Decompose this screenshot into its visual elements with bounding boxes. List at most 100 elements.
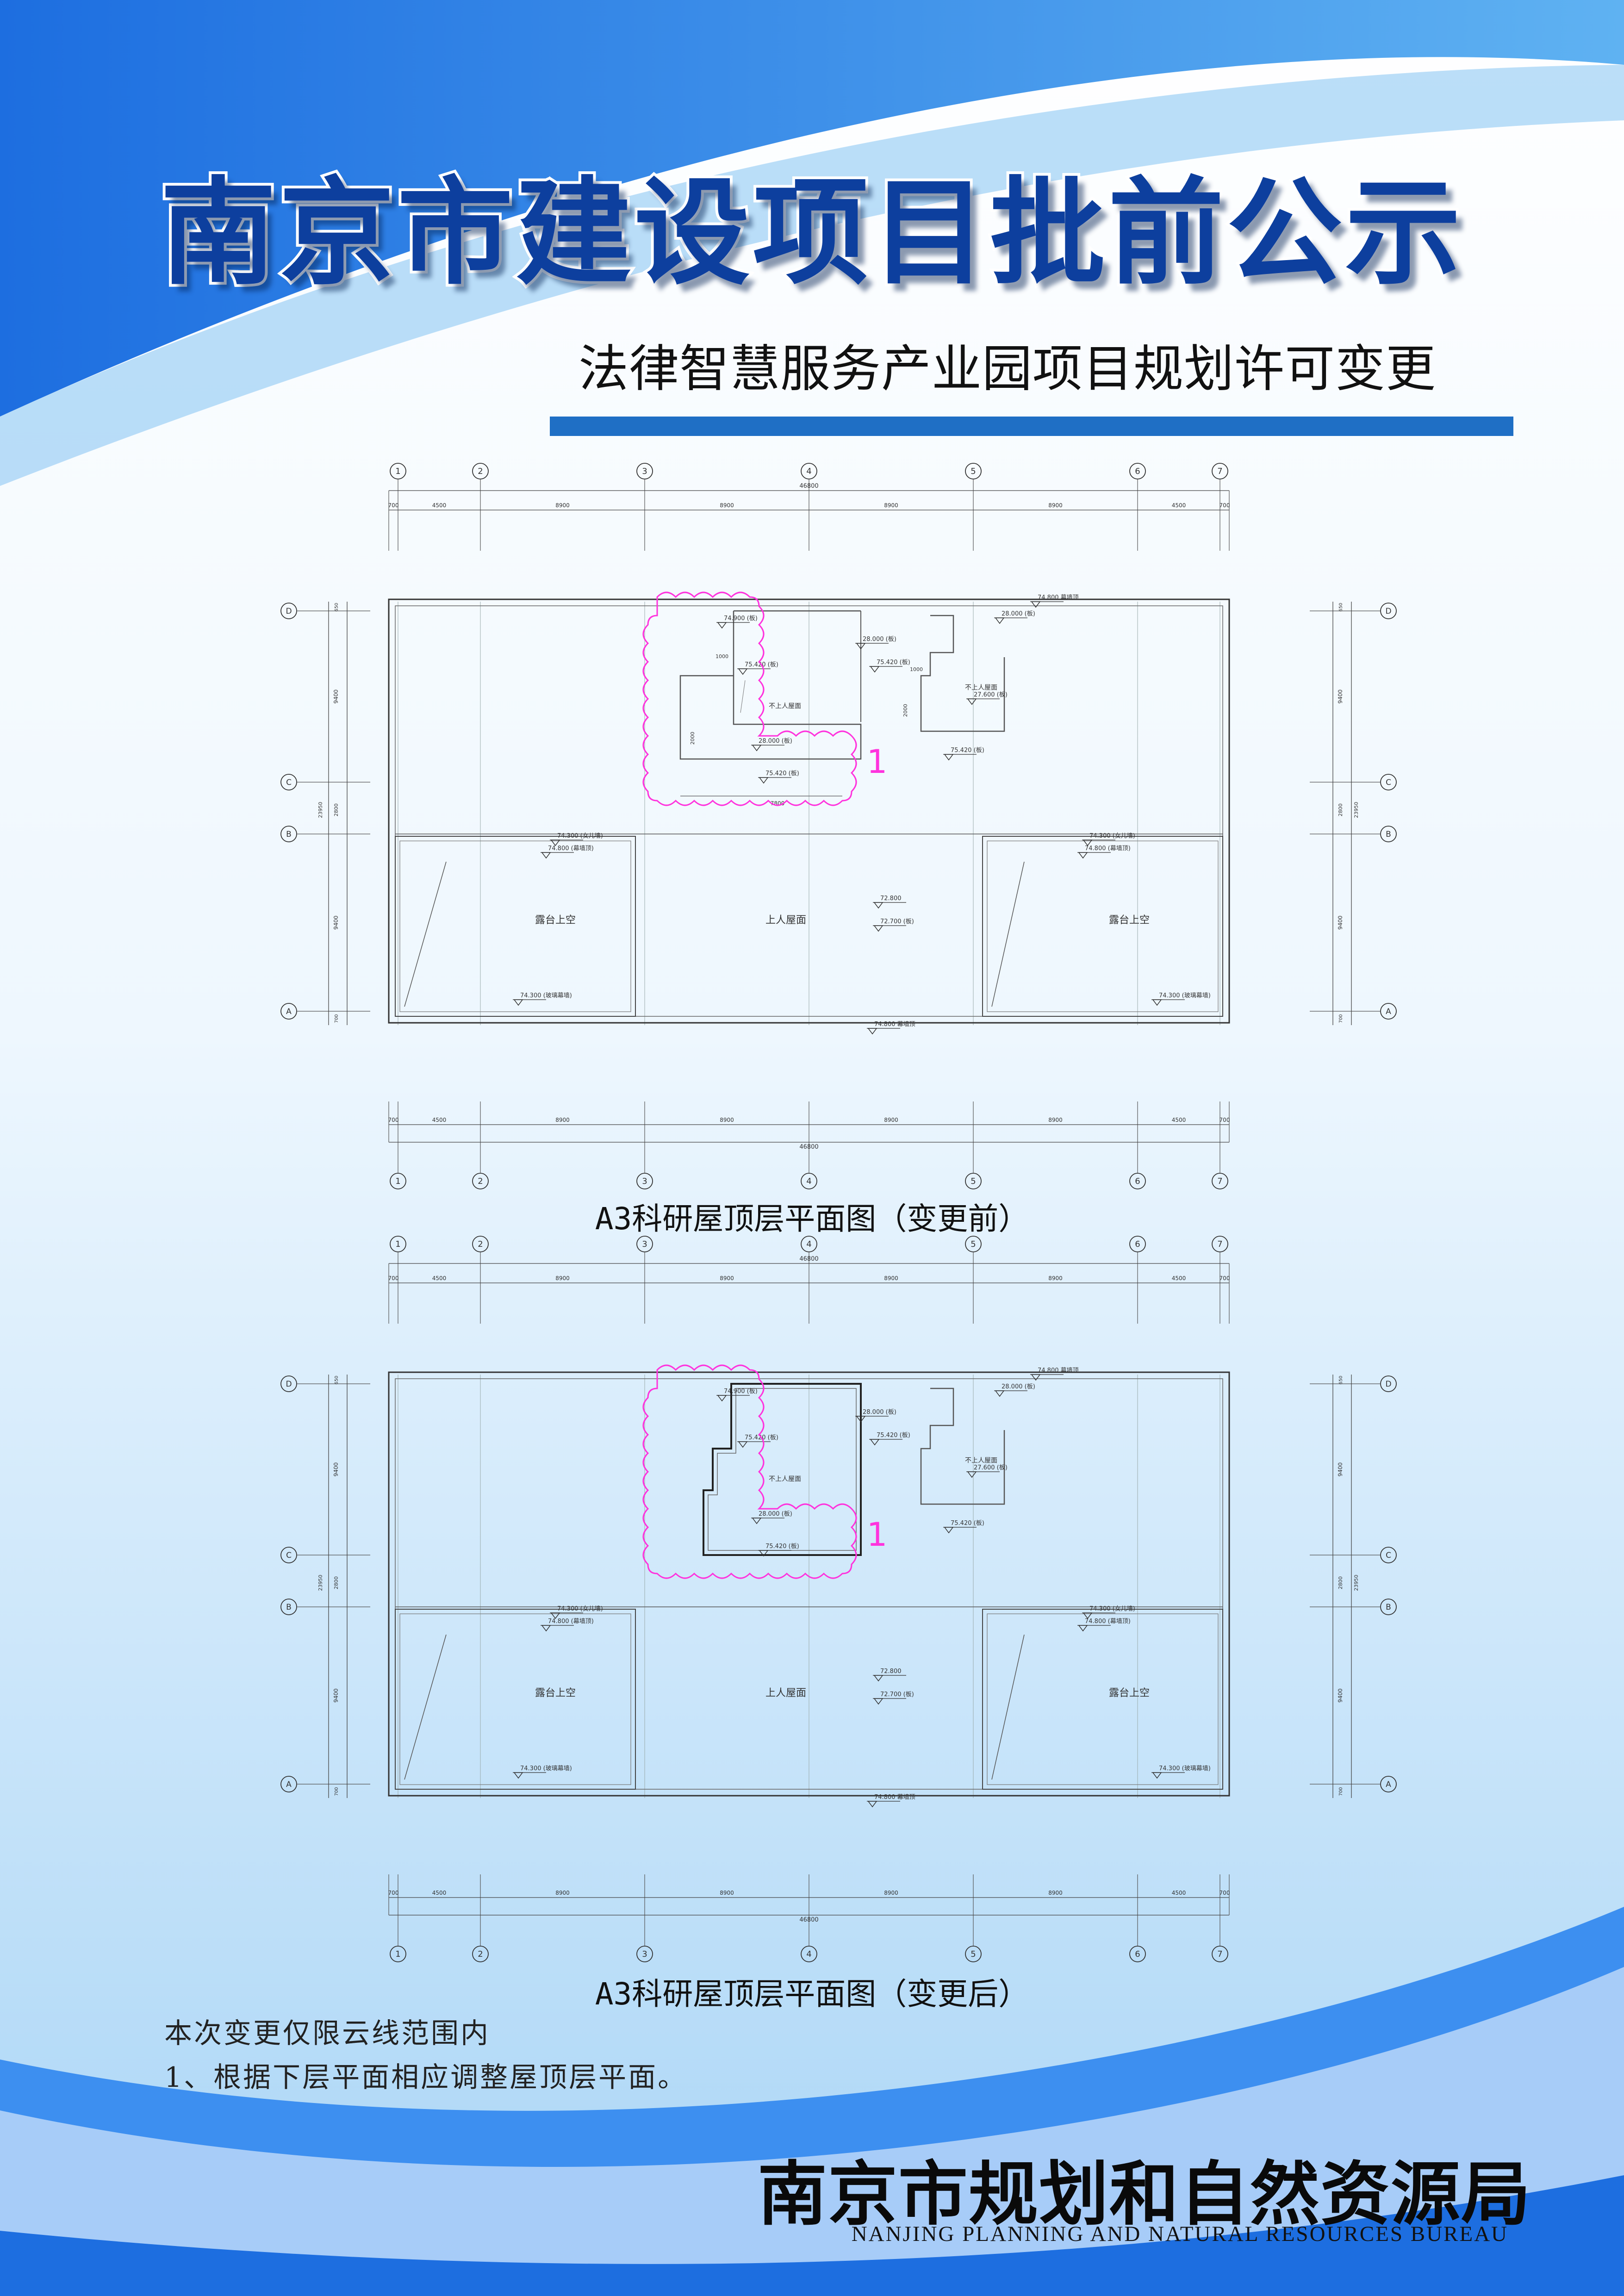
axis-number-bottom: 3: [642, 1949, 647, 1959]
bureau-name-cn: 南京市规划和自然资源局: [757, 2153, 1531, 2235]
core-outline-right: [920, 1388, 1005, 1505]
axis-number-bottom: 5: [971, 1949, 976, 1959]
side-dimension: 650: [1338, 1375, 1344, 1384]
axis-letter-right: C: [1386, 778, 1391, 787]
level-left-a: 74.300 (女儿墙): [557, 832, 603, 840]
slope-line: [991, 861, 1025, 1007]
level-bottom: 74.800 幕墙顶: [874, 1794, 915, 1801]
axis-number-top: 3: [642, 1239, 647, 1249]
span-dimension: 8900: [884, 1117, 898, 1123]
level-stair-g: 27.600 (板): [974, 691, 1008, 698]
axis-bubble-icon: [801, 1946, 817, 1962]
axis-letter-right: A: [1386, 1780, 1391, 1789]
axis-letter-right: B: [1386, 1603, 1391, 1612]
side-dimension: 2800: [1338, 803, 1344, 816]
core-inner: [708, 1388, 857, 1551]
axis-bubble-icon: [801, 1236, 817, 1252]
terrace-outline: [395, 1609, 636, 1790]
level-stair-a: 74.900 (板): [724, 1388, 758, 1395]
level-mark-icon: [870, 1439, 880, 1446]
axis-bubble-icon: [636, 1173, 653, 1189]
axis-bubble-icon: [1380, 1776, 1397, 1792]
level-stair-h: 75.420 (板): [951, 747, 984, 754]
side-dimension: 23950: [317, 802, 324, 818]
span-dimension: 700: [1220, 1890, 1230, 1896]
room-label-center: 上人屋面: [765, 915, 806, 926]
parapet-inner-line: [395, 1378, 1223, 1790]
bureau-name-en: NANJING PLANNING AND NATURAL RESOURCES B…: [851, 2222, 1508, 2246]
axis-bubble-icon: [1380, 603, 1397, 619]
axis-bubble-icon: [1212, 1946, 1228, 1962]
terrace-outline: [395, 836, 636, 1017]
axis-bubble-icon: [1380, 1003, 1397, 1020]
level-center-a: 72.800: [880, 895, 902, 902]
axis-number-bottom: 4: [806, 1176, 811, 1186]
axis-bubble-icon: [472, 1236, 489, 1252]
level-mark-icon: [717, 1395, 727, 1402]
span-dimension: 4500: [432, 1117, 447, 1123]
axis-bubble-icon: [472, 463, 489, 479]
span-dimension: 8900: [1048, 1890, 1063, 1896]
span-dimension: 8900: [720, 502, 734, 509]
level-left-c: 74.300 (玻璃幕墙): [520, 992, 572, 999]
revision-cloud: [642, 1364, 857, 1579]
span-dimension: 8900: [720, 1275, 734, 1282]
level-stair-e: 28.000 (板): [863, 636, 896, 643]
axis-letter-right: B: [1386, 830, 1391, 839]
side-dimension: 23950: [317, 1575, 324, 1591]
axis-bubble-icon: [1129, 1946, 1146, 1962]
span-dimension: 4500: [432, 1890, 447, 1896]
axis-bubble-icon: [1380, 1599, 1397, 1615]
core-outline: [679, 611, 862, 760]
level-center-b: 72.700 (板): [880, 1691, 914, 1698]
level-mark-icon: [867, 1801, 877, 1808]
level-mark-icon: [995, 617, 1005, 624]
axis-number-top: 4: [806, 467, 811, 476]
side-dimension: 650: [1338, 603, 1344, 611]
revision-number: 1: [867, 743, 888, 781]
axis-bubble-icon: [472, 1173, 489, 1189]
room-label-left: 露台上空: [535, 915, 576, 926]
axis-bubble-icon: [1212, 1236, 1228, 1252]
slope-line: [404, 1634, 447, 1780]
axis-bubble-icon: [1380, 1547, 1397, 1563]
axis-bubble-icon: [636, 1946, 653, 1962]
span-dimension: 4500: [1172, 1890, 1186, 1896]
room-label-upper: 不上人屋面: [769, 1475, 801, 1483]
side-dimension: 9400: [333, 915, 339, 930]
side-dimension: 700: [1338, 1014, 1344, 1023]
level-mark-icon: [513, 999, 523, 1006]
axis-letter-right: D: [1385, 607, 1391, 616]
building-outline: [388, 598, 1230, 1024]
axis-bubble-icon: [1212, 1173, 1228, 1189]
level-mark-icon: [1152, 1772, 1162, 1779]
dim-label: 2000: [690, 732, 696, 745]
level-mark-icon: [870, 666, 880, 673]
level-stair-i: 28.000 (板): [1002, 1383, 1035, 1390]
span-dimension: 8900: [1048, 1117, 1063, 1123]
project-subtitle: 法律智慧服务产业园项目规划许可变更: [579, 340, 1437, 398]
terrace-outline: [982, 836, 1223, 1017]
axis-bubble-icon: [965, 1236, 982, 1252]
axis-bubble-icon: [280, 1776, 297, 1792]
span-dimension: 8900: [720, 1890, 734, 1896]
span-dimension: 4500: [1172, 1117, 1186, 1123]
axis-number-top: 1: [395, 1239, 400, 1249]
axis-bubble-icon: [636, 463, 653, 479]
axis-bubble-icon: [390, 1946, 406, 1962]
level-right-c: 74.300 (玻璃幕墙): [1159, 1765, 1211, 1772]
level-right-b: 74.800 (幕墙顶): [1085, 1618, 1131, 1625]
axis-letter-right: A: [1386, 1007, 1391, 1016]
span-dimension: 8900: [1048, 1275, 1063, 1282]
poster-title: 南京市建设项目批前公示: [158, 162, 1464, 303]
slope-line: [991, 1634, 1025, 1780]
axis-letter-left: C: [286, 1551, 292, 1560]
terrace-inner: [399, 840, 631, 1012]
axis-bubble-icon: [801, 463, 817, 479]
level-stair-d: 75.420 (板): [765, 1543, 799, 1550]
axis-letter-left: A: [286, 1007, 292, 1016]
axis-bubble-icon: [472, 1946, 489, 1962]
axis-bubble-icon: [1212, 463, 1228, 479]
axis-bubble-icon: [1380, 1375, 1397, 1392]
span-dimension: 700: [388, 1117, 399, 1123]
